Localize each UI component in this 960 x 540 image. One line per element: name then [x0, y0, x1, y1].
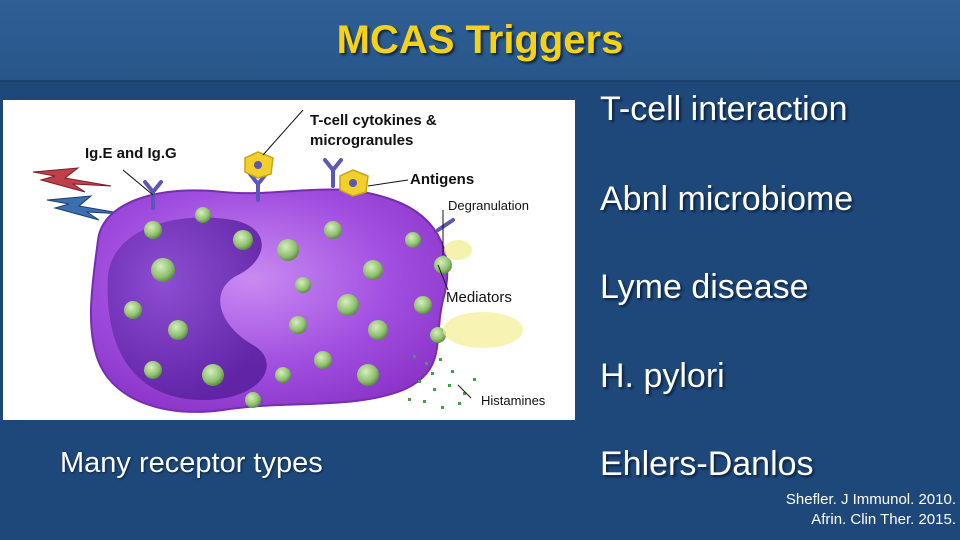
- citation: Shefler. J Immunol. 2010.: [786, 490, 956, 510]
- trigger-item: Ehlers-Danlos: [600, 445, 814, 484]
- trigger-item: T-cell interaction: [600, 90, 848, 129]
- label-antigens: Antigens: [410, 171, 474, 188]
- citations: Shefler. J Immunol. 2010. Afrin. Clin Th…: [786, 490, 956, 530]
- label-tcell-cytokines: T-cell cytokines &: [310, 112, 437, 129]
- trigger-item: H. pylori: [600, 357, 725, 396]
- trigger-item: Lyme disease: [600, 268, 809, 307]
- label-mediators: Mediators: [446, 289, 512, 306]
- label-ige-igg: Ig.E and Ig.G: [85, 145, 177, 162]
- label-degranulation: Degranulation: [448, 198, 529, 213]
- figure-caption: Many receptor types: [60, 447, 323, 480]
- mast-cell-illustration: Ig.E and Ig.G T-cell cytokines & microgr…: [3, 100, 575, 420]
- label-microgranules: microgranules: [310, 132, 413, 149]
- label-histamines: Histamines: [481, 393, 545, 408]
- trigger-item: Abnl microbiome: [600, 180, 853, 219]
- lightning-bolt-icon: [33, 168, 125, 220]
- slide-title: MCAS Triggers: [0, 18, 960, 63]
- citation: Afrin. Clin Ther. 2015.: [786, 510, 956, 530]
